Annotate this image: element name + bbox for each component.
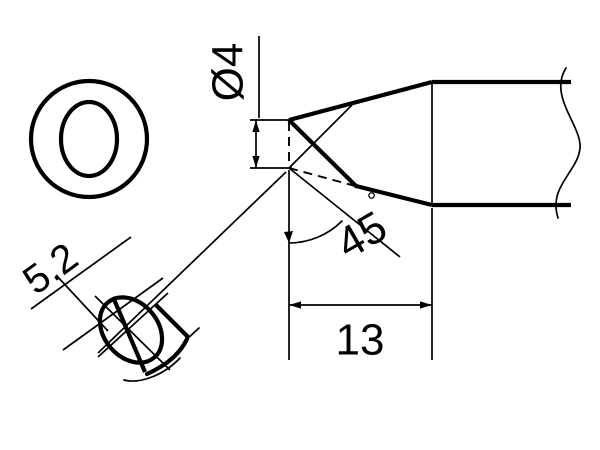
angle-leader-lower: [288, 167, 401, 258]
angle-label-number: 45: [328, 202, 395, 269]
tip-upper-taper-line: [288, 79, 433, 123]
diameter-arrow-bottom: [252, 156, 260, 168]
detail-centerline-b: [97, 292, 169, 358]
detail-bevel-ellipse: [97, 295, 165, 365]
projection-line-to-detail: [97, 171, 287, 354]
break-line-wavy: [555, 67, 581, 219]
bevel-face-detail: [94, 292, 200, 382]
detail-heel-curve: [144, 336, 190, 377]
length-dimension-group: 13: [289, 208, 433, 365]
hidden-bevel-projection: [288, 167, 360, 188]
angle-leader-upper: [288, 104, 353, 169]
tip-bevel-face-line: [287, 118, 359, 189]
diameter-arrow-top: [252, 120, 260, 132]
detail-tail-curve-upper: [185, 327, 200, 341]
facewidth-ext-line-2: [62, 277, 164, 351]
end-view-ring: [28, 78, 150, 200]
facewidth-label: 5.2: [15, 235, 86, 303]
facewidth-dim-line: [55, 274, 109, 332]
side-view-tip: [287, 67, 581, 219]
angle-arc-arrow: [284, 231, 293, 243]
length-label: 13: [336, 316, 385, 365]
angle-arc: [288, 220, 343, 244]
diameter-label: Ø4: [204, 43, 253, 102]
detail-right-edge: [154, 303, 191, 340]
diameter-dimension-group: Ø4: [204, 36, 292, 169]
facewidth-ext-line-1: [30, 236, 132, 310]
projection-lines: [97, 171, 287, 354]
tip-lower-taper-line: [355, 183, 433, 208]
detail-tail-curve-lower: [123, 357, 181, 382]
end-view-inner-ellipse: [58, 99, 120, 179]
angle-label-group: 45 °: [328, 187, 395, 269]
length-arrow-right: [420, 301, 432, 309]
face-width-dimension-group: 5.2: [15, 235, 164, 351]
detail-centerline-a: [94, 295, 171, 371]
hidden-construction-lines: [288, 122, 360, 188]
length-arrow-left: [289, 301, 301, 309]
end-view-outer-circle: [28, 78, 150, 200]
